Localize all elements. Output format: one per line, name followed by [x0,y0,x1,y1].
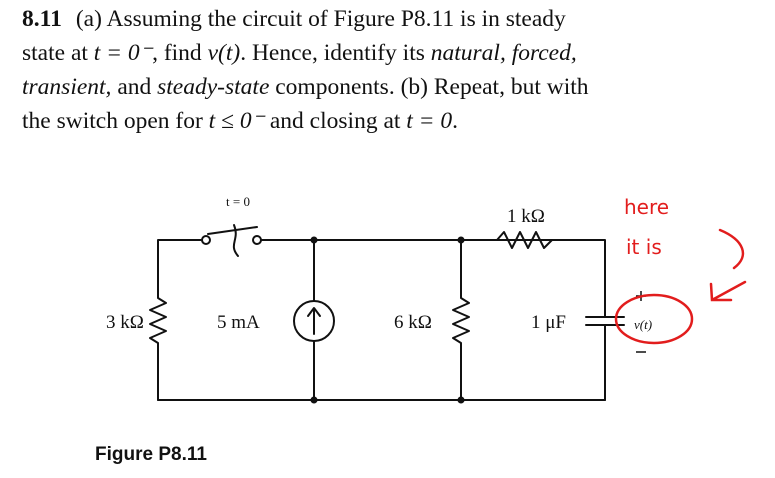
wire-top-right [256,239,606,305]
text-span: , find [152,40,208,66]
problem-number: 8.11 [22,6,62,32]
problem-text: (a) Assuming the circuit of Figure P8.11… [75,6,566,32]
annotation-line-1: here [624,195,669,219]
text-span: . [452,108,459,134]
emphasis-span: natural, forced, [430,40,577,66]
text-span: components. (b) Repeat, but with [269,74,589,100]
math-span: v(t) [207,40,241,66]
voltage-label: v(t) [634,317,652,332]
red-circle-mark [614,293,694,345]
emphasis-span: transient, [22,74,112,100]
text-span: the switch open for [22,108,209,134]
problem-line-4: the switch open for t ≤ 0⁻ and closing a… [22,104,760,138]
red-arrow-icon [709,280,747,302]
problem-line-3: transient, and steady-state components. … [22,70,760,104]
problem-line-2: state at t = 0⁻, find v(t). Hence, ident… [22,36,760,70]
arrow-up-icon [307,307,321,335]
math-span: t ≤ 0⁻ [208,108,264,134]
problem-statement: 8.11 (a) Assuming the circuit of Figure P… [22,2,760,138]
resistor-1k [496,231,553,249]
capacitor-1uf [585,303,625,401]
r2-label: 6 kΩ [394,312,432,333]
resistor-6k [452,239,470,401]
math-span: t = 0 [406,108,453,134]
figure-caption: Figure P8.11 [95,444,207,465]
annotation-line-2: it is [626,235,662,259]
text-span: state at [22,40,94,66]
r1-label: 3 kΩ [106,312,144,333]
math-span: t = 0⁻ [93,40,153,66]
junction-dots [310,236,465,404]
problem-line-1: 8.11 (a) Assuming the circuit of Figure P… [22,2,760,36]
resistor-3k [149,289,167,401]
switch [201,224,262,257]
red-bracket-mark [718,228,745,270]
handwritten-annotation: here it is [614,195,747,345]
switch-label: t = 0 [226,194,250,209]
text-span: and [111,74,158,100]
source-label: 5 mA [217,312,260,333]
text-span: . Hence, identify its [240,40,431,66]
text-span: and closing at [264,108,407,134]
cap-label: 1 μF [531,312,566,333]
r3-label: 1 kΩ [507,206,545,227]
emphasis-span: steady-state [157,74,270,100]
wire-top-left [157,239,202,291]
